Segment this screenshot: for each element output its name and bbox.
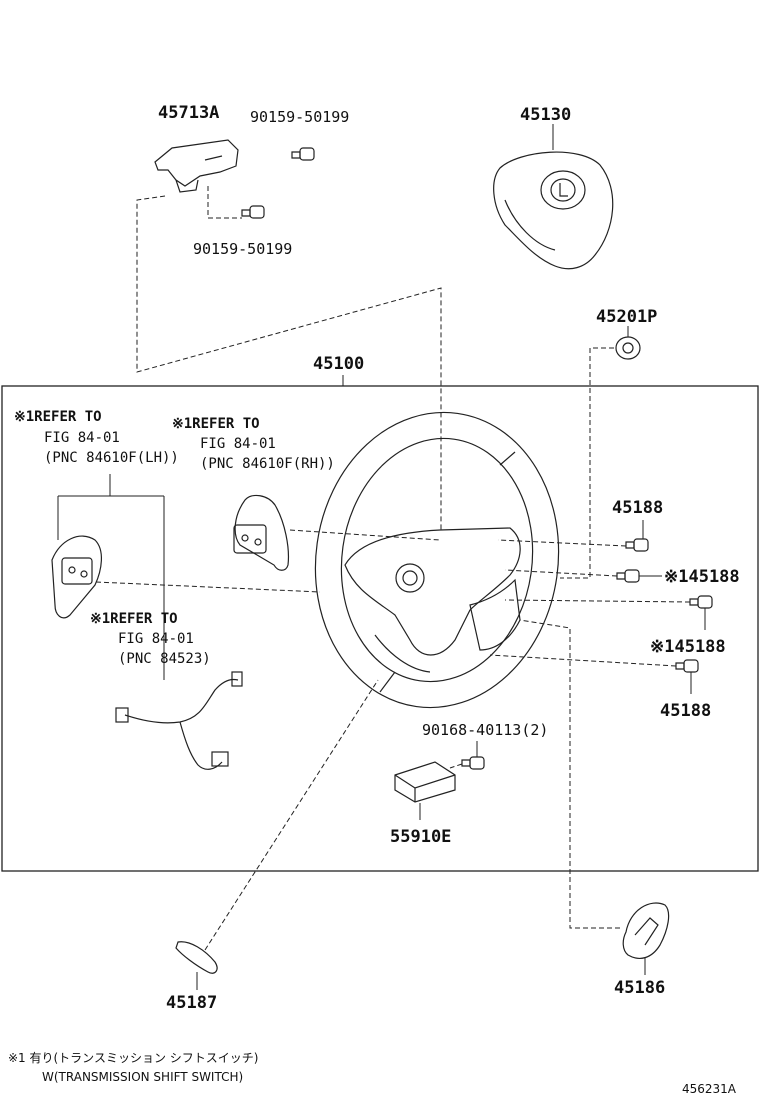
dash-rh-to-wheel: [289, 529, 441, 541]
bolt-90159-top[interactable]: [291, 147, 315, 161]
cover-45187[interactable]: [175, 941, 218, 974]
dash-nut-to-wheel: [560, 347, 614, 579]
paddle-switch-lh[interactable]: [51, 535, 102, 619]
label-90159-bottom: 90159-50199: [193, 240, 292, 258]
cover-45186[interactable]: [622, 902, 670, 959]
nut-45201p[interactable]: [615, 336, 641, 360]
refer-wire-line1: ※1REFER TO: [90, 611, 178, 627]
label-45188-c: ※145188: [650, 637, 726, 657]
label-45188-b: ※145188: [664, 567, 740, 587]
wire-harness-84523[interactable]: [115, 671, 243, 770]
dash-45188-b: [504, 569, 618, 577]
refer-lh-line2: FIG 84-01: [44, 430, 120, 446]
refer-lh-line3: (PNC 84610F(LH)): [44, 450, 179, 466]
label-90168: 90168-40113(2): [422, 721, 548, 739]
leader-90159-bottom: [207, 186, 242, 219]
bracket-45713a[interactable]: [154, 139, 239, 193]
dash-45186: [519, 619, 620, 929]
label-45100: 45100: [313, 354, 364, 374]
bolt-45188-c[interactable]: [689, 595, 713, 609]
steering-wheel-45100[interactable]: [297, 397, 578, 724]
dash-45188-a: [497, 539, 627, 547]
bolt-45188-d[interactable]: [675, 659, 699, 673]
dash-45187: [204, 679, 379, 951]
dash-45188-d: [489, 654, 677, 667]
refer-rh-line3: (PNC 84610F(RH)): [200, 456, 335, 472]
label-45201p: 45201P: [596, 307, 657, 327]
bolt-45188-a[interactable]: [625, 538, 649, 552]
label-45130: 45130: [520, 105, 571, 125]
paddle-switch-rh[interactable]: [233, 494, 290, 571]
label-90159-top: 90159-50199: [250, 108, 349, 126]
airbag-45130[interactable]: [493, 151, 614, 270]
assembly-frame: [1, 385, 759, 872]
bolt-90168[interactable]: [461, 756, 485, 770]
label-45188-a: 45188: [612, 498, 663, 518]
dash-90168: [449, 763, 463, 769]
footnote-line2: W(TRANSMISSION SHIFT SWITCH): [42, 1070, 243, 1084]
refer-wire-line3: (PNC 84523): [118, 651, 211, 667]
figure-id: 456231A: [682, 1082, 737, 1096]
refer-wire-line2: FIG 84-01: [118, 631, 194, 647]
bolt-90159-bottom[interactable]: [241, 205, 265, 219]
bracket-lh-refer: [57, 474, 165, 680]
label-45713a: 45713A: [158, 103, 219, 123]
refer-lh-line1: ※1REFER TO: [14, 409, 102, 425]
bolt-45188-b[interactable]: [616, 569, 640, 583]
dash-45188-c: [504, 599, 691, 603]
refer-rh-line1: ※1REFER TO: [172, 416, 260, 432]
dash-bracket-to-wheel: [136, 195, 442, 532]
dash-lh-to-wheel: [95, 581, 321, 593]
label-45188-d: 45188: [660, 701, 711, 721]
label-45186: 45186: [614, 978, 665, 998]
module-55910e[interactable]: [394, 761, 456, 803]
refer-rh-line2: FIG 84-01: [200, 436, 276, 452]
footnote-line1: ※1 有り(トランスミッション シフトスイッチ): [8, 1051, 258, 1065]
label-55910e: 55910E: [390, 827, 451, 847]
label-45187: 45187: [166, 993, 217, 1013]
